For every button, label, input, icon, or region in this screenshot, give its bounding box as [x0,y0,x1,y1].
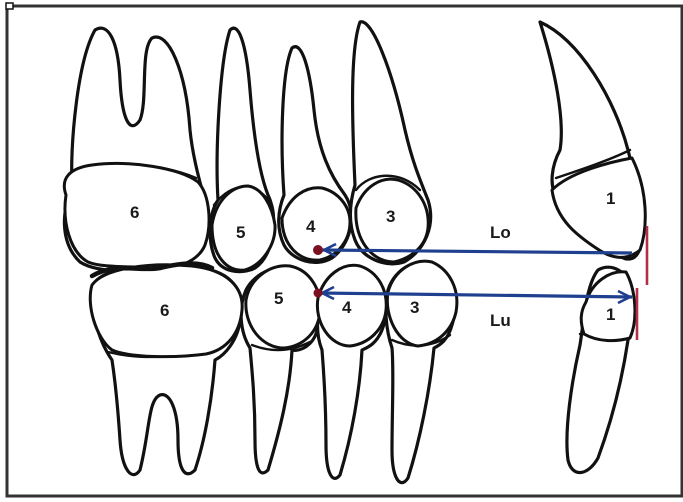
lower-contact-point [314,289,323,298]
lower-premolar-4-label: 4 [342,298,352,317]
upper-canine-label: 3 [386,207,395,226]
upper-premolar-4-label: 4 [306,217,316,236]
upper-contact-point [313,245,323,255]
upper-molar-label: 6 [130,203,139,222]
upper-line-label: Lo [490,223,511,242]
lower-premolar-5-label: 5 [274,289,283,308]
lower-canine-label: 3 [410,298,419,317]
upper-incisor-label: 1 [606,189,615,208]
frame-corner-handle [6,3,13,9]
lower-crowns [90,261,635,356]
lower-incisor-label: 1 [606,305,615,324]
upper-premolar-5-label: 5 [236,223,245,242]
lower-line-label: Lu [490,311,511,330]
lower-molar-label: 6 [160,301,169,320]
